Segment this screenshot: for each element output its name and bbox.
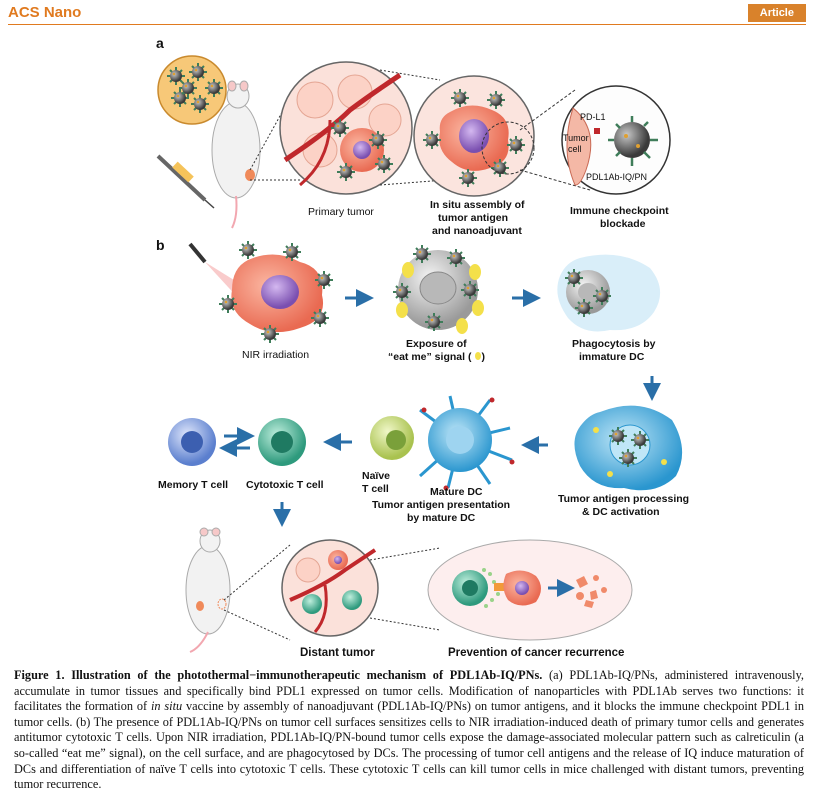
figure-1: a Primary tumor <box>156 35 689 659</box>
caption-italic: in situ <box>150 699 183 714</box>
panel-a-label: a <box>156 35 164 51</box>
in-situ-assembly-circle <box>413 75 535 197</box>
eat-me-cell <box>392 244 484 334</box>
processing-label-1: Tumor antigen processing <box>558 493 689 505</box>
immature-dc <box>557 254 661 332</box>
exposure-label-1: Exposure of <box>406 338 467 350</box>
naive-label-2: T cell <box>362 483 389 495</box>
distant-tumor-tissue <box>281 539 379 637</box>
phago-label-1: Phagocytosis by <box>572 338 656 350</box>
presentation-label-2: by mature DC <box>407 512 476 524</box>
processing-label-2: & DC activation <box>582 506 660 518</box>
prevention-label: Prevention of cancer recurrence <box>448 647 624 659</box>
checkpoint-label-2: blockade <box>600 218 646 230</box>
caption-text-2: vaccine by assembly of nanoadjuvant (PDL… <box>14 699 804 792</box>
header-rule <box>8 24 806 25</box>
caption-text-1: (a) PDL1Ab-IQ/PNs, administered intraven… <box>14 668 804 714</box>
activated-dc <box>574 405 683 491</box>
cytotoxic-t-cell <box>258 418 306 466</box>
mouse-distant-icon <box>185 527 231 653</box>
in-situ-label-2: tumor antigen <box>438 212 508 224</box>
phago-label-2: immature DC <box>579 351 645 363</box>
caption-title: Figure 1. Illustration of the phototherm… <box>14 668 543 682</box>
memory-label: Memory T cell <box>158 479 228 491</box>
naive-t-cell <box>370 416 414 460</box>
figure-caption: Figure 1. Illustration of the phototherm… <box>14 668 804 793</box>
pdl1-label: PD-L1 <box>580 112 606 122</box>
prevention-ellipse <box>427 539 633 641</box>
page-header: ACS Nano Article <box>0 0 824 30</box>
in-situ-label-3: and nanoadjuvant <box>432 225 522 237</box>
panel-b-label: b <box>156 237 165 253</box>
particle-label: PDL1Ab-IQ/PN <box>586 172 647 182</box>
cytotoxic-label: Cytotoxic T cell <box>246 479 324 491</box>
memory-t-cell <box>168 418 216 466</box>
primary-tumor-label: Primary tumor <box>308 206 374 218</box>
mouse-icon <box>211 80 261 229</box>
syringe-icon <box>156 154 215 209</box>
in-situ-label-1: In situ assembly of <box>430 199 525 211</box>
article-badge: Article <box>747 4 806 22</box>
mature-dc <box>418 395 515 491</box>
tumor-cell-label-2: cell <box>568 144 582 154</box>
irradiated-tumor-cell <box>218 240 334 344</box>
checkpoint-circle <box>561 85 671 195</box>
naive-label-1: Naïve <box>362 470 390 482</box>
checkpoint-label-1: Immune checkpoint <box>570 205 669 217</box>
exposure-label-2: “eat me” signal () <box>388 351 485 363</box>
journal-name: ACS Nano <box>8 4 82 21</box>
nir-label: NIR irradiation <box>242 349 309 361</box>
primary-tumor-tissue <box>279 61 413 195</box>
mature-dc-label: Mature DC <box>430 486 483 498</box>
distant-tumor-label: Distant tumor <box>300 647 375 659</box>
nanoparticle-vial <box>157 55 227 125</box>
presentation-label-1: Tumor antigen presentation <box>372 499 510 511</box>
tumor-cell-label-1: Tumor <box>563 133 589 143</box>
